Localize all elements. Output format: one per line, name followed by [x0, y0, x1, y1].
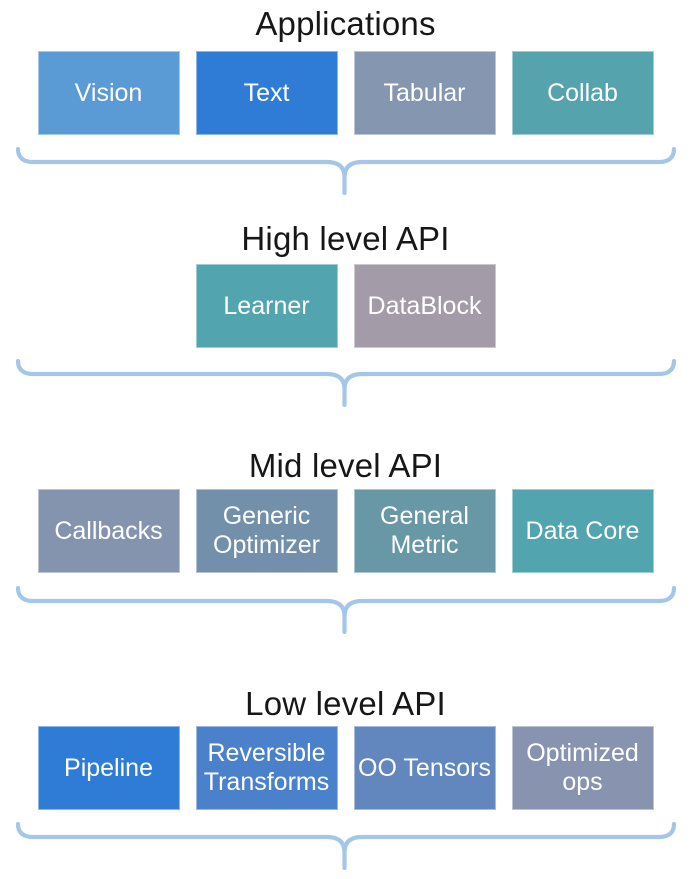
section-applications: Applications Vision Text Tabular Collab — [0, 5, 691, 195]
underbrace-icon — [15, 359, 676, 407]
box-row: Vision Text Tabular Collab — [37, 51, 654, 135]
box-row: Learner DataBlock — [195, 264, 496, 348]
box-label: Learner — [223, 291, 310, 320]
box-label: Optimized ops — [526, 739, 639, 796]
section-low-level-api: Low level API Pipeline Reversible Transf… — [0, 685, 691, 870]
box-reversible-transforms: Reversible Transforms — [195, 726, 338, 810]
box-datablock: DataBlock — [353, 264, 496, 348]
box-label: OO Tensors — [358, 753, 491, 782]
underbrace-icon — [15, 147, 676, 195]
box-text: Text — [195, 51, 338, 135]
underbrace-icon — [15, 822, 676, 870]
box-collab: Collab — [511, 51, 654, 135]
box-row: Callbacks Generic Optimizer General Metr… — [37, 489, 654, 573]
box-callbacks: Callbacks — [37, 489, 180, 573]
box-row: Pipeline Reversible Transforms OO Tensor… — [37, 726, 654, 810]
box-label: Vision — [74, 78, 143, 107]
section-title: Low level API — [245, 685, 446, 722]
box-label: Data Core — [525, 516, 640, 545]
box-label: DataBlock — [367, 291, 482, 320]
box-label: Tabular — [383, 78, 466, 107]
section-title: Applications — [255, 5, 436, 42]
box-label: Pipeline — [64, 753, 153, 782]
underbrace-icon — [15, 586, 676, 634]
box-pipeline: Pipeline — [37, 726, 180, 810]
section-title: High level API — [241, 220, 450, 257]
section-mid-level-api: Mid level API Callbacks Generic Optimize… — [0, 447, 691, 634]
box-data-core: Data Core — [511, 489, 654, 573]
box-optimized-ops: Optimized ops — [511, 726, 654, 810]
box-label: Callbacks — [54, 516, 163, 545]
box-tabular: Tabular — [353, 51, 496, 135]
box-label: Generic Optimizer — [213, 502, 320, 559]
section-high-level-api: High level API Learner DataBlock — [0, 220, 691, 407]
box-general-metric: General Metric — [353, 489, 496, 573]
box-label: Reversible Transforms — [203, 739, 330, 796]
box-oo-tensors: OO Tensors — [353, 726, 496, 810]
box-learner: Learner — [195, 264, 338, 348]
box-label: General Metric — [380, 502, 469, 559]
box-label: Text — [243, 78, 290, 107]
box-label: Collab — [547, 78, 618, 107]
box-vision: Vision — [37, 51, 180, 135]
section-title: Mid level API — [248, 447, 443, 484]
box-generic-optimizer: Generic Optimizer — [195, 489, 338, 573]
